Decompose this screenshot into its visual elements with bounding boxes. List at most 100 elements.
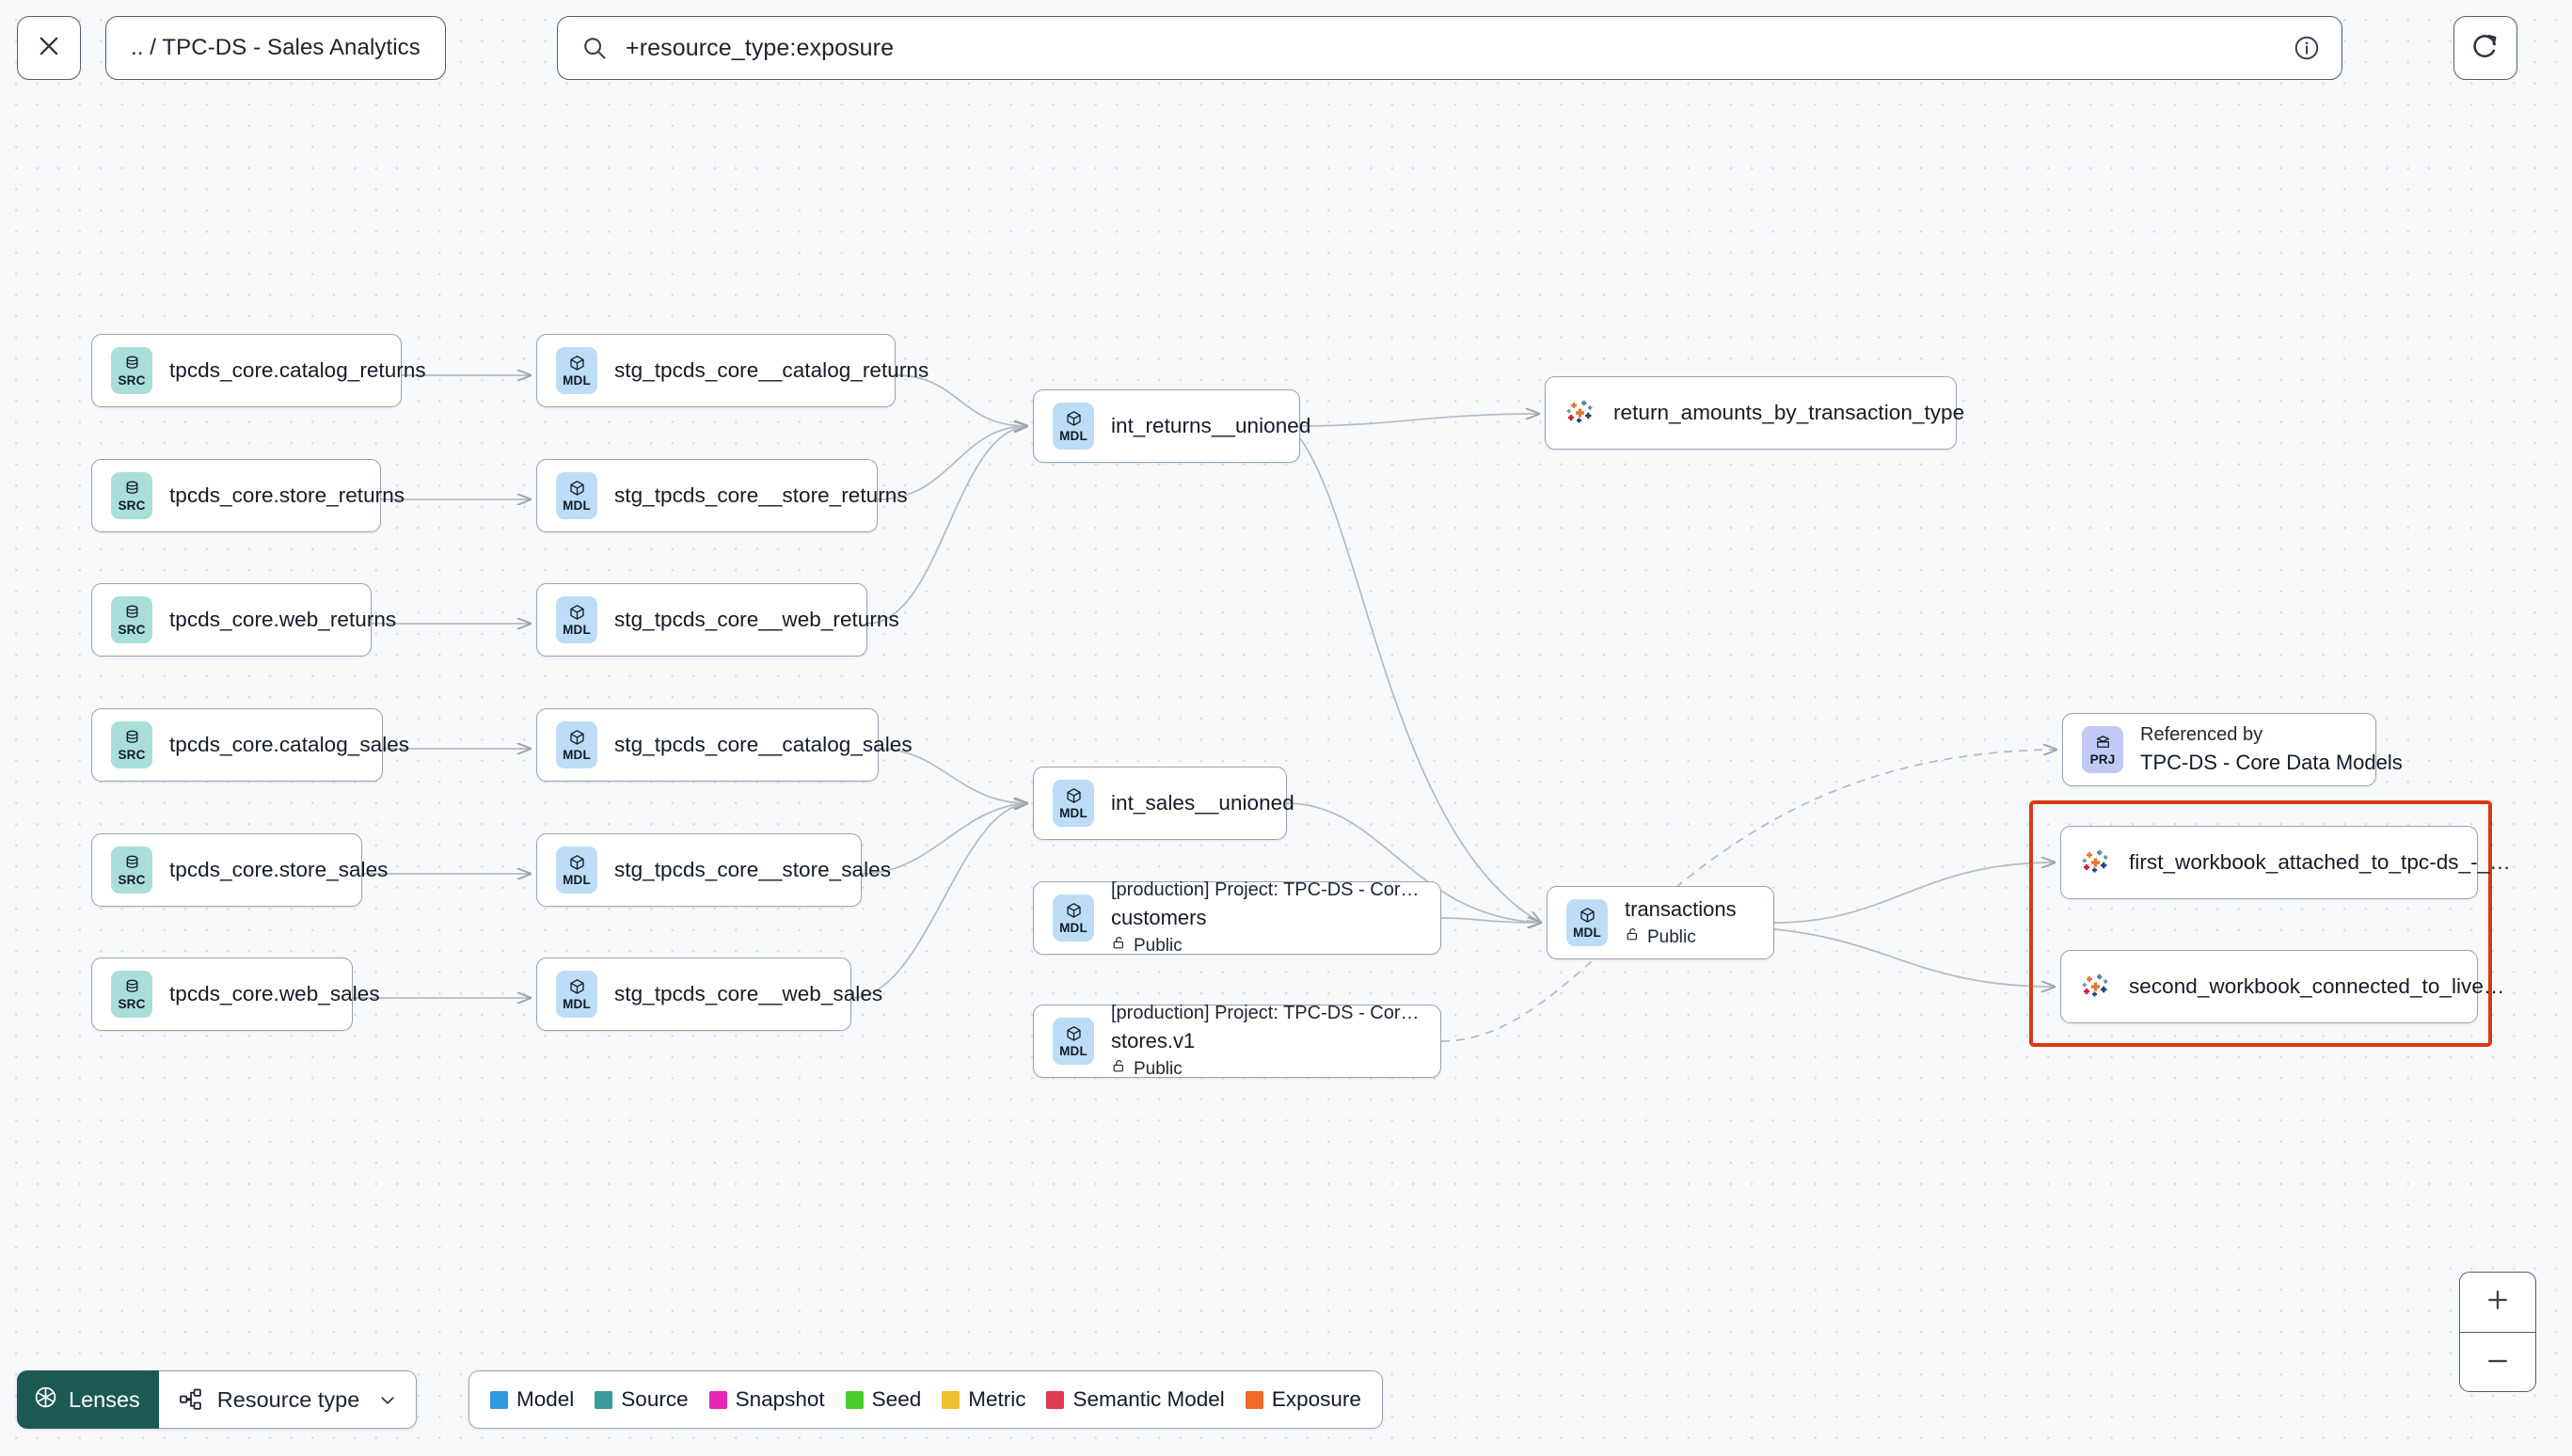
- badge-text: MDL: [563, 873, 591, 888]
- node-label: customers: [1111, 906, 1207, 929]
- badge-text: SRC: [118, 623, 146, 638]
- node-project-path: [production] Project: TPC-DS - Core Data…: [1111, 1003, 1421, 1023]
- search-input[interactable]: +resource_type:exposure: [557, 16, 2342, 80]
- node-label: TPC-DS - Core Data Models: [2140, 751, 2403, 774]
- node-label: int_sales__unioned: [1111, 791, 1294, 815]
- node-label: tpcds_core.web_sales: [169, 982, 380, 1005]
- graph-node-source[interactable]: SRC tpcds_core.store_sales: [91, 833, 388, 907]
- unlock-icon: [1111, 935, 1127, 957]
- node-label: stg_tpcds_core__catalog_returns: [614, 358, 929, 382]
- tableau-exposure-icon: [1564, 397, 1596, 429]
- zoom-in-button[interactable]: [2460, 1273, 2535, 1333]
- zoom-out-button[interactable]: [2460, 1333, 2535, 1391]
- badge-text: MDL: [1059, 921, 1088, 936]
- node-label: return_amounts_by_transaction_type: [1613, 401, 1965, 424]
- legend-label: Seed: [871, 1387, 922, 1411]
- node-label: stg_tpcds_core__store_sales: [614, 858, 892, 881]
- source-badge: SRC: [111, 971, 152, 1018]
- aperture-icon: [33, 1385, 58, 1416]
- graph-node-model[interactable]: MDL int_sales__unioned: [1033, 767, 1294, 840]
- graph-node-model[interactable]: MDL stg_tpcds_core__store_sales: [536, 833, 891, 907]
- graph-node-model-detailed[interactable]: MDL [production] Project: TPC-DS - Core …: [1033, 879, 1441, 957]
- node-access-label: Public: [1134, 1058, 1183, 1079]
- legend-item-source: Source: [595, 1387, 689, 1412]
- legend-swatch: [490, 1390, 508, 1409]
- resource-type-dropdown[interactable]: Resource type: [158, 1370, 418, 1429]
- badge-text: MDL: [563, 748, 591, 763]
- graph-node-model[interactable]: MDL stg_tpcds_core__store_returns: [536, 459, 908, 532]
- graph-node-exposure[interactable]: second_workbook_connected_to_live…: [2060, 950, 2504, 1023]
- graph-node-model-detailed[interactable]: MDL [production] Project: TPC-DS - Core …: [1033, 1003, 1441, 1080]
- legend-item-exposure: Exposure: [1245, 1387, 1361, 1412]
- graph-node-model[interactable]: MDL stg_tpcds_core__catalog_sales: [536, 708, 913, 782]
- model-badge: MDL: [1053, 1018, 1094, 1065]
- node-label: tpcds_core.catalog_sales: [169, 733, 410, 756]
- graph-node-project[interactable]: PRJ Referenced by TPC-DS - Core Data Mod…: [2062, 713, 2403, 786]
- graph-node-model[interactable]: MDL stg_tpcds_core__web_sales: [536, 957, 882, 1031]
- graph-node-source[interactable]: SRC tpcds_core.web_returns: [91, 583, 396, 657]
- legend-label: Model: [516, 1387, 575, 1411]
- node-label: stg_tpcds_core__web_returns: [614, 608, 899, 631]
- badge-text: MDL: [1059, 1044, 1088, 1059]
- source-badge: SRC: [111, 596, 152, 643]
- plus-icon: [2484, 1286, 2512, 1319]
- node-access-label: Public: [1134, 935, 1183, 956]
- badge-text: SRC: [118, 873, 146, 888]
- search-icon: [580, 34, 609, 62]
- graph-node-model[interactable]: MDL stg_tpcds_core__web_returns: [536, 583, 899, 657]
- node-project-path: [production] Project: TPC-DS - Core Data…: [1111, 879, 1421, 900]
- legend-swatch: [845, 1390, 864, 1409]
- legend-item-snapshot: Snapshot: [708, 1387, 825, 1412]
- graph-node-source[interactable]: SRC tpcds_core.web_sales: [91, 957, 380, 1031]
- graph-node-exposure[interactable]: return_amounts_by_transaction_type: [1545, 376, 1964, 450]
- tableau-exposure-icon: [2080, 847, 2112, 878]
- model-badge: MDL: [556, 847, 597, 894]
- legend-swatch: [708, 1390, 727, 1409]
- zoom-controls: [2459, 1272, 2536, 1392]
- close-button[interactable]: [17, 16, 81, 80]
- model-badge: MDL: [1053, 894, 1094, 942]
- chevron-down-icon: [378, 1390, 397, 1409]
- node-label: second_workbook_connected_to_live…: [2129, 974, 2505, 998]
- graph-node-source[interactable]: SRC tpcds_core.store_returns: [91, 459, 405, 532]
- graph-node-model[interactable]: MDL stg_tpcds_core__catalog_returns: [536, 334, 929, 407]
- legend-label: Semantic Model: [1072, 1387, 1225, 1411]
- node-access: Public: [1625, 926, 1737, 948]
- graph-node-exposure[interactable]: first_workbook_attached_to_tpc-ds_-_…: [2060, 826, 2511, 899]
- unlock-icon: [1111, 1058, 1127, 1080]
- node-label: stg_tpcds_core__web_sales: [614, 982, 883, 1005]
- legend-swatch: [595, 1390, 613, 1409]
- model-badge: MDL: [556, 721, 597, 768]
- node-label: transactions: [1625, 897, 1737, 921]
- node-label: stg_tpcds_core__store_returns: [614, 483, 908, 507]
- badge-text: MDL: [563, 997, 591, 1012]
- node-access-label: Public: [1647, 926, 1696, 947]
- badge-text: SRC: [118, 748, 146, 763]
- source-badge: SRC: [111, 847, 152, 894]
- lenses-toolbar: Lenses Resource type: [17, 1370, 418, 1429]
- graph-node-source[interactable]: SRC tpcds_core.catalog_sales: [91, 708, 409, 782]
- graph-node-source[interactable]: SRC tpcds_core.catalog_returns: [91, 334, 426, 407]
- legend-item-model: Model: [490, 1387, 574, 1412]
- legend-swatch: [942, 1390, 961, 1409]
- breadcrumb[interactable]: .. / TPC-DS - Sales Analytics: [105, 16, 446, 80]
- resource-type-legend: Model Source Snapshot Seed Metric Semant…: [468, 1370, 1383, 1429]
- badge-text: PRJ: [2089, 752, 2116, 768]
- graph-node-model[interactable]: MDL int_returns__unioned: [1033, 389, 1310, 463]
- legend-label: Snapshot: [735, 1387, 825, 1411]
- refresh-button[interactable]: [2453, 16, 2517, 80]
- node-label: int_returns__unioned: [1111, 414, 1311, 437]
- node-label: stores.v1: [1111, 1029, 1196, 1052]
- model-badge: MDL: [556, 347, 597, 394]
- graph-node-model-transactions[interactable]: MDL transactions Public: [1547, 886, 1774, 959]
- badge-text: MDL: [563, 623, 591, 638]
- lenses-button[interactable]: Lenses: [17, 1370, 159, 1429]
- info-icon[interactable]: [2293, 34, 2321, 62]
- model-badge: MDL: [556, 472, 597, 519]
- breadcrumb-label: .. / TPC-DS - Sales Analytics: [131, 35, 421, 60]
- refresh-icon: [2470, 31, 2501, 66]
- badge-text: MDL: [563, 373, 591, 388]
- legend-item-metric: Metric: [942, 1387, 1025, 1412]
